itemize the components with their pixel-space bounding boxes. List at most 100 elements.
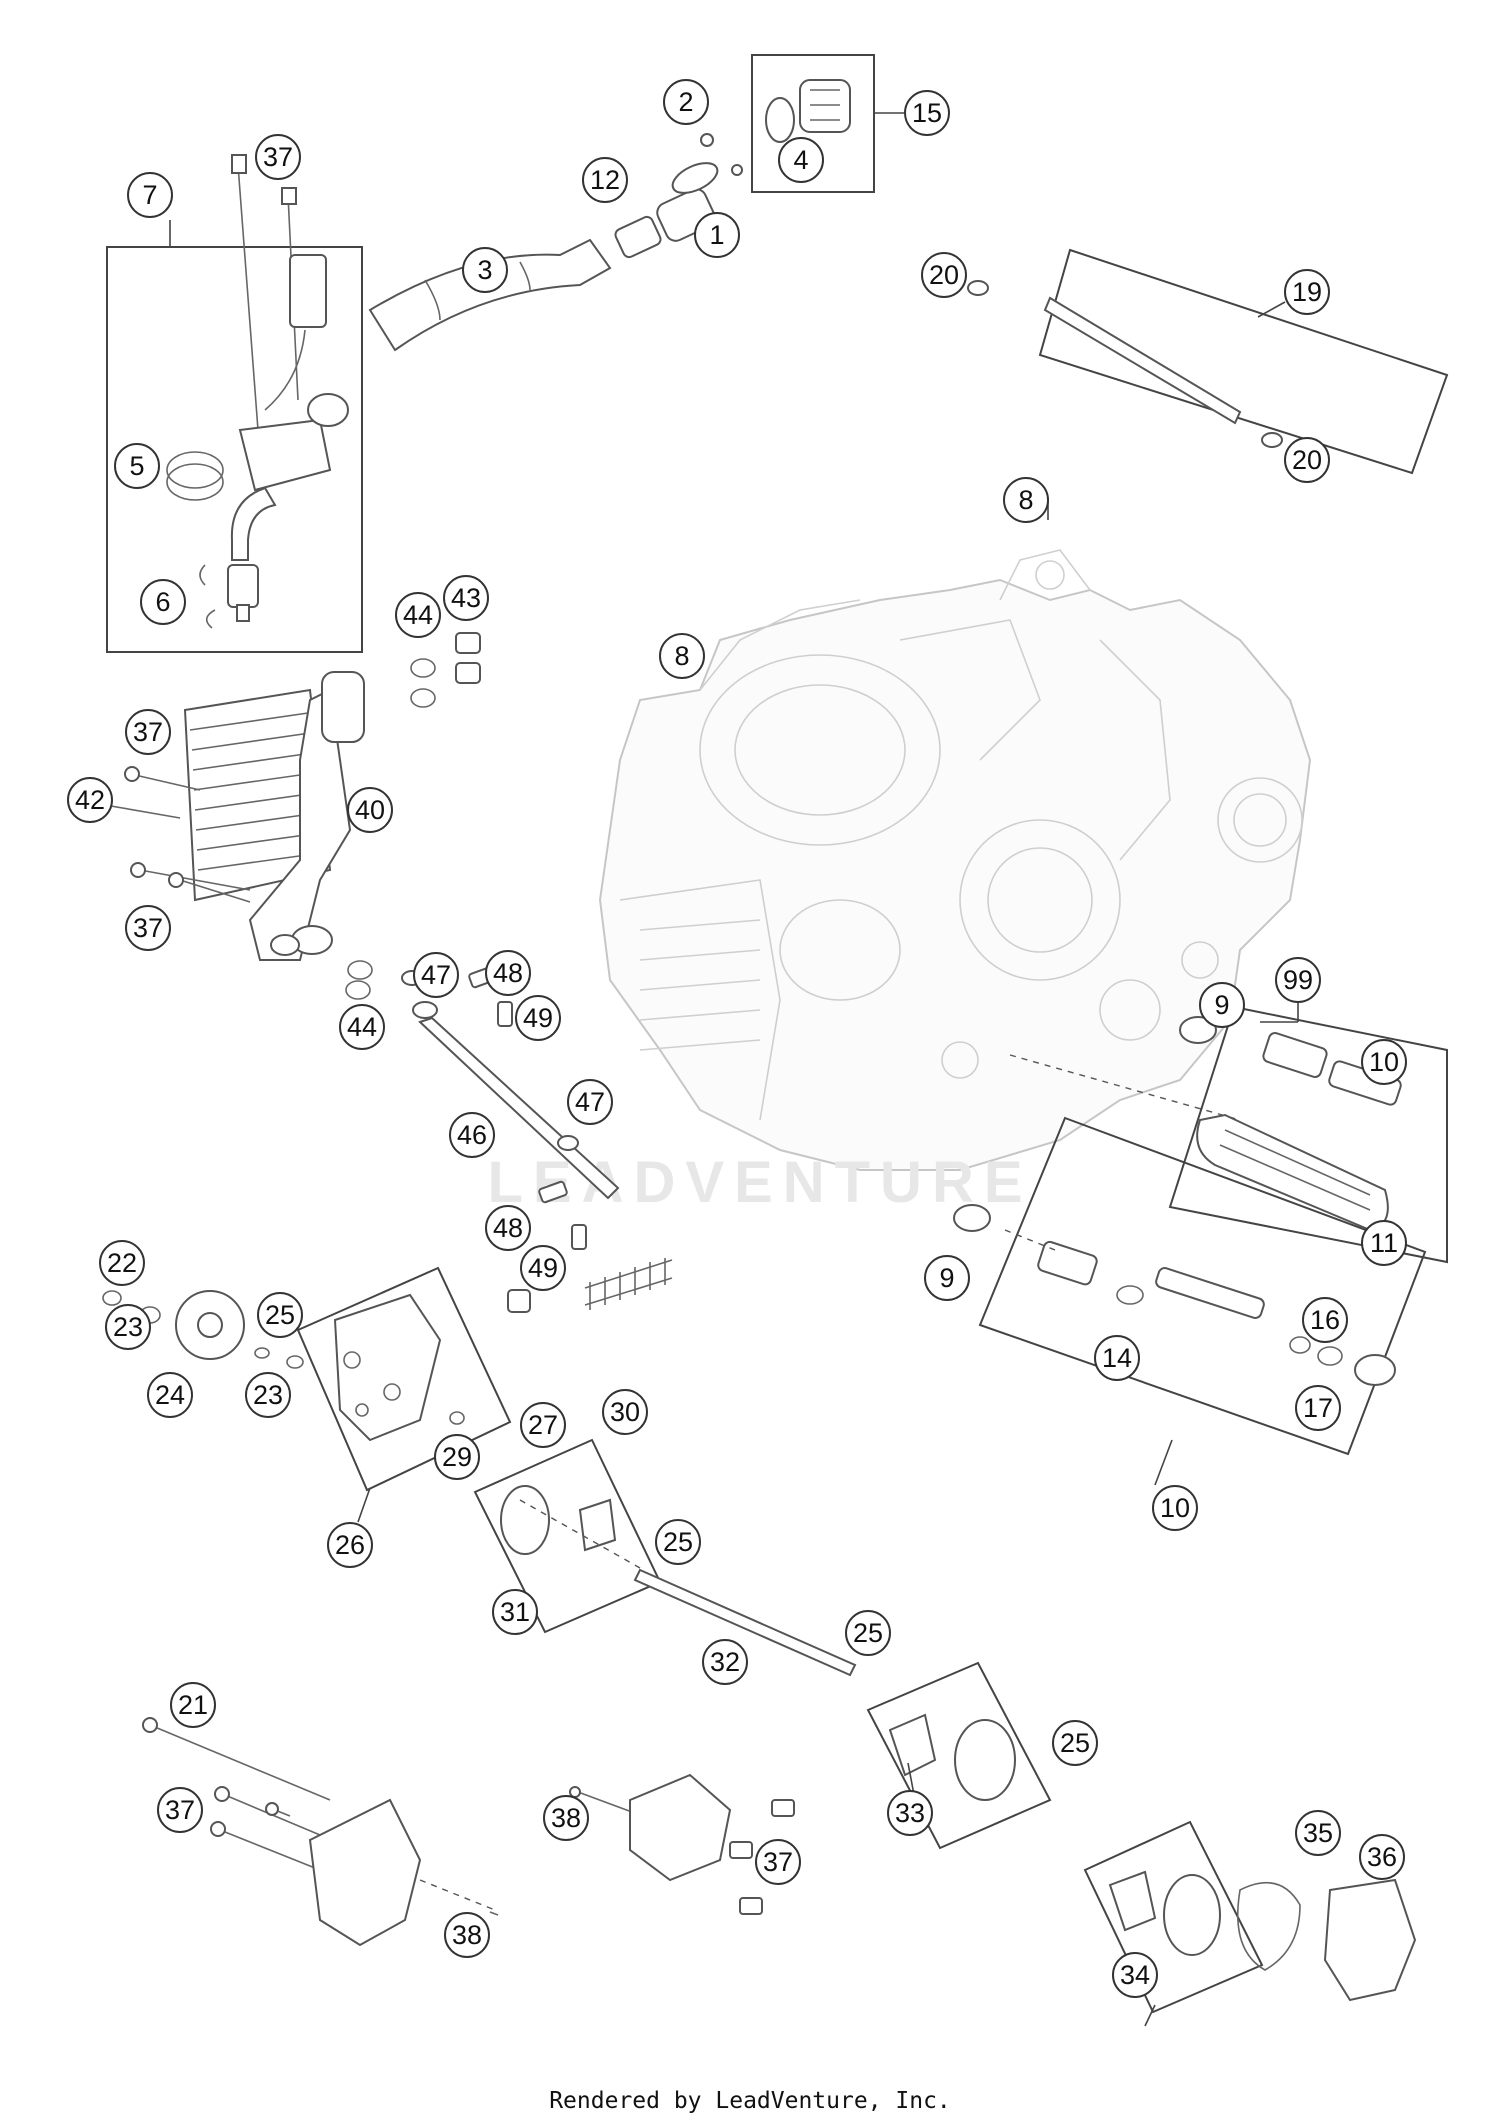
svg-text:30: 30 (610, 1397, 640, 1427)
callout-37b: 37 (125, 709, 171, 755)
rotor-set-34 (1108, 1870, 1417, 2002)
callout-9b: 9 (924, 1255, 970, 1301)
svg-text:25: 25 (663, 1527, 693, 1557)
callout-23a: 23 (105, 1304, 151, 1350)
svg-text:34: 34 (1120, 1960, 1150, 1990)
svg-text:25: 25 (853, 1618, 883, 1648)
svg-text:38: 38 (551, 1803, 581, 1833)
svg-text:37: 37 (133, 913, 163, 943)
callout-40: 40 (347, 787, 393, 833)
svg-text:49: 49 (528, 1253, 558, 1283)
callout-32: 32 (702, 1639, 748, 1685)
callout-10a: 10 (1361, 1039, 1407, 1085)
callout-1: 1 (694, 212, 740, 258)
callout-37c: 37 (125, 905, 171, 951)
svg-text:37: 37 (263, 142, 293, 172)
oil-pump-housing (333, 1258, 673, 1442)
svg-text:25: 25 (265, 1300, 295, 1330)
pump-cover-center (569, 1773, 795, 1915)
callout-23b: 23 (245, 1372, 291, 1418)
callout-47a: 47 (413, 952, 459, 998)
oil-pipe (401, 965, 620, 1250)
svg-text:7: 7 (142, 180, 157, 210)
oil-pump-sprocket (102, 1290, 304, 1369)
pump-shaft (633, 1568, 857, 1677)
callout-34: 34 (1112, 1952, 1158, 1998)
callout-43: 43 (443, 575, 489, 621)
callout-49a: 49 (515, 995, 561, 1041)
group-box-26 (296, 1266, 512, 1492)
svg-text:3: 3 (477, 255, 492, 285)
callout-26: 26 (327, 1522, 373, 1568)
callout-21: 21 (170, 1682, 216, 1728)
svg-text:22: 22 (107, 1248, 137, 1278)
callout-3: 3 (462, 247, 508, 293)
svg-text:2: 2 (678, 87, 693, 117)
callout-48a: 48 (485, 950, 531, 996)
svg-text:46: 46 (457, 1120, 487, 1150)
svg-text:37: 37 (133, 717, 163, 747)
svg-text:29: 29 (442, 1442, 472, 1472)
callout-16: 16 (1302, 1297, 1348, 1343)
svg-text:15: 15 (912, 98, 942, 128)
callout-20b: 20 (1284, 437, 1330, 483)
svg-text:32: 32 (710, 1647, 740, 1677)
callout-31: 31 (492, 1589, 538, 1635)
svg-text:19: 19 (1292, 277, 1322, 307)
svg-text:31: 31 (500, 1597, 530, 1627)
callout-22: 22 (99, 1240, 145, 1286)
seal-rings-44 (410, 632, 481, 708)
callout-17: 17 (1295, 1385, 1341, 1431)
callout-4: 4 (778, 137, 824, 183)
group-box-15 (751, 54, 875, 193)
svg-text:10: 10 (1369, 1047, 1399, 1077)
callout-7: 7 (127, 172, 173, 218)
svg-text:24: 24 (155, 1380, 185, 1410)
callout-10b: 10 (1152, 1485, 1198, 1531)
group-box-7 (106, 246, 363, 653)
callout-25b: 25 (655, 1519, 701, 1565)
svg-text:6: 6 (155, 587, 170, 617)
callout-33: 33 (887, 1790, 933, 1836)
callout-8a: 8 (1003, 477, 1049, 523)
svg-text:48: 48 (493, 1213, 523, 1243)
rotor-set-31 (500, 1485, 617, 1555)
svg-text:42: 42 (75, 785, 105, 815)
callout-38b: 38 (543, 1795, 589, 1841)
svg-text:8: 8 (1018, 485, 1033, 515)
svg-text:25: 25 (1060, 1728, 1090, 1758)
callout-35: 35 (1295, 1810, 1341, 1856)
callout-44b: 44 (339, 1004, 385, 1050)
hose (368, 238, 612, 352)
svg-text:33: 33 (895, 1798, 925, 1828)
oil-tube (967, 280, 1283, 448)
svg-text:47: 47 (421, 960, 451, 990)
rotor-set-33 (888, 1713, 1016, 1801)
svg-text:8: 8 (674, 641, 689, 671)
callout-25a: 25 (257, 1292, 303, 1338)
callout-46: 46 (449, 1112, 495, 1158)
callout-9a: 9 (1199, 982, 1245, 1028)
svg-text:38: 38 (452, 1920, 482, 1950)
callout-38a: 38 (444, 1912, 490, 1958)
svg-text:9: 9 (939, 1263, 954, 1293)
svg-text:47: 47 (575, 1087, 605, 1117)
svg-text:27: 27 (528, 1410, 558, 1440)
svg-text:9: 9 (1214, 990, 1229, 1020)
callout-42: 42 (67, 777, 113, 823)
group-box-10 (978, 1116, 1427, 1456)
callout-24: 24 (147, 1372, 193, 1418)
callout-44a: 44 (395, 592, 441, 638)
callout-25d: 25 (1052, 1720, 1098, 1766)
engine-crankcase (598, 549, 1312, 1171)
svg-text:12: 12 (590, 165, 620, 195)
svg-text:5: 5 (129, 451, 144, 481)
callout-5: 5 (114, 443, 160, 489)
svg-text:49: 49 (523, 1003, 553, 1033)
callout-27: 27 (520, 1402, 566, 1448)
callout-49b: 49 (520, 1245, 566, 1291)
svg-text:99: 99 (1283, 965, 1313, 995)
svg-text:23: 23 (113, 1312, 143, 1342)
svg-text:36: 36 (1367, 1842, 1397, 1872)
